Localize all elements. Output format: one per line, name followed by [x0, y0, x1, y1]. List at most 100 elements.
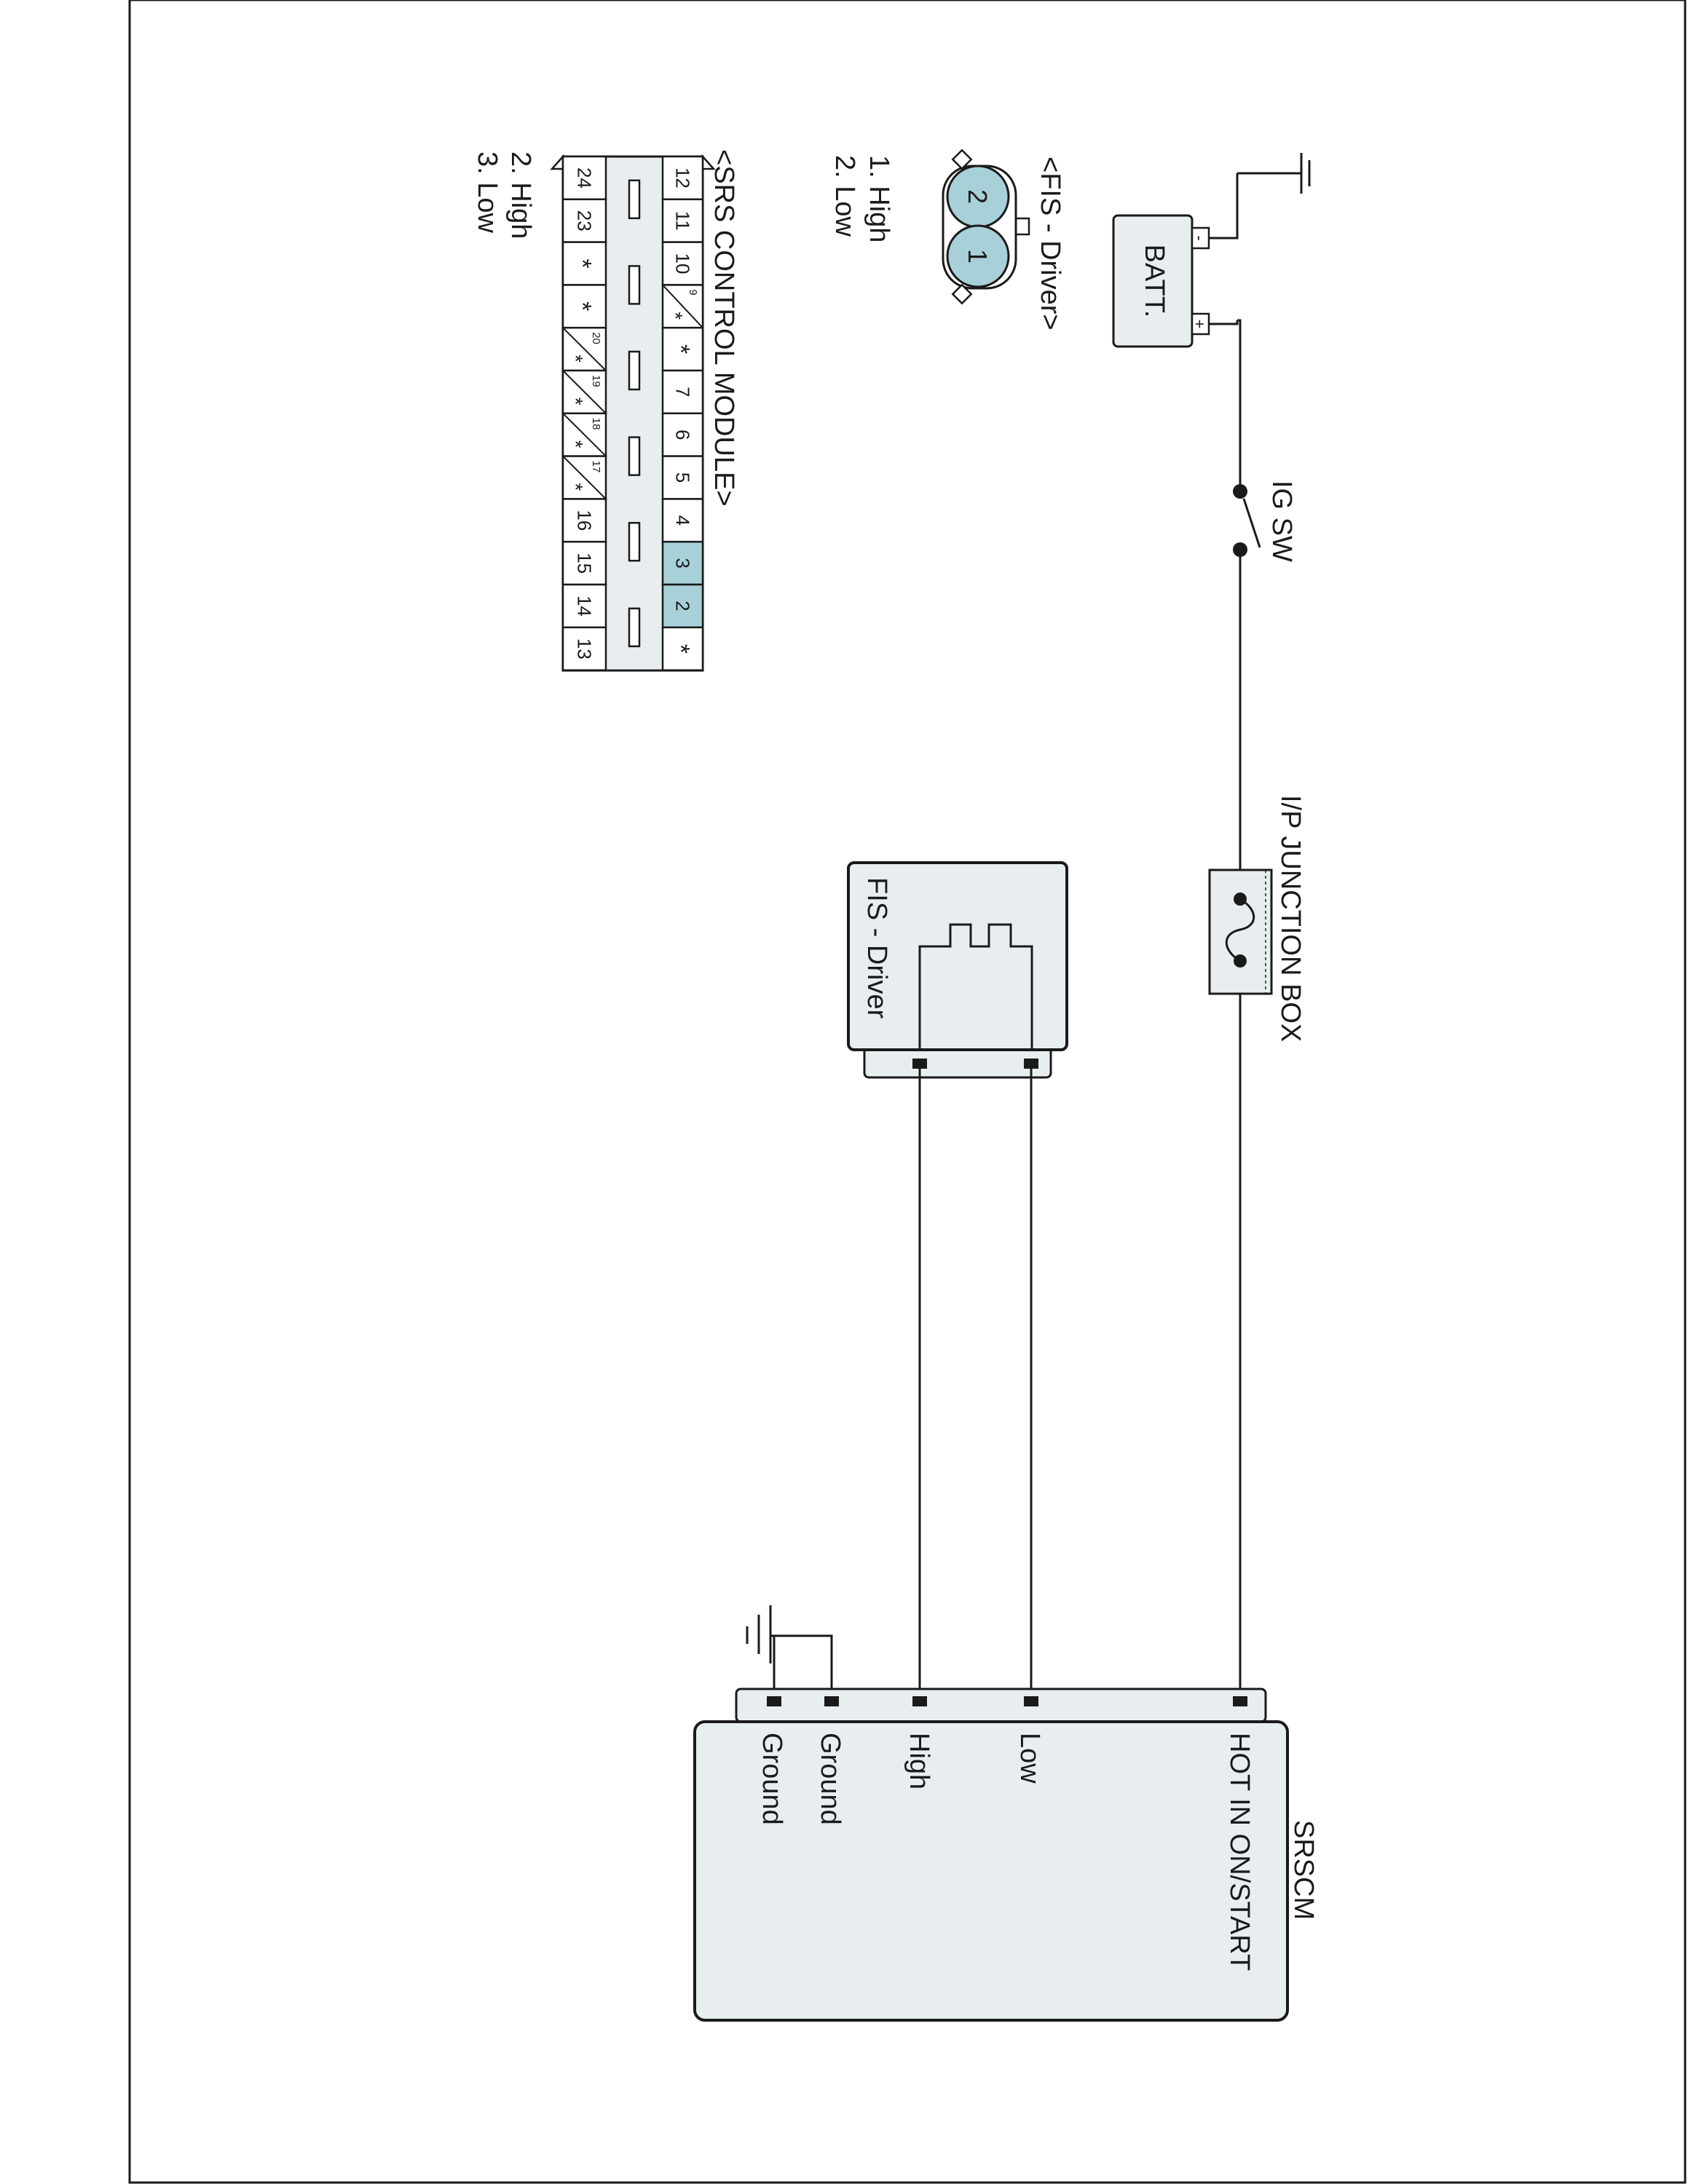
fis-pin-low: [1024, 1059, 1038, 1069]
srs-top-cell: 4: [661, 498, 704, 543]
srscm-connector-rail: [735, 1688, 1267, 1723]
srscm-pin-ground-1: [824, 1696, 839, 1706]
srs-bottom-pin-label: 24: [574, 167, 596, 189]
srs-bottom-pin-label: 17: [590, 461, 602, 473]
srs-top-pin-label: 11: [672, 211, 694, 231]
srs-bottom-pin-label: 14: [574, 596, 596, 617]
srscm-pin-low-label: Low: [1014, 1733, 1045, 1784]
srs-top-pin-label: 10: [672, 253, 694, 274]
srs-top-pin-label: 6: [672, 430, 694, 440]
srscm-pin-hot-label: HOT IN ON/START: [1224, 1733, 1255, 1971]
srs-top-cell: 10: [661, 241, 704, 286]
fis-pin-high: [912, 1059, 927, 1069]
fis-connector-legend-2: 2. Low: [829, 155, 860, 237]
srs-top-cell: 2: [661, 583, 704, 629]
power-wire-battery-to-igsw: [1237, 319, 1242, 491]
ig-switch: IG SW: [1233, 480, 1297, 562]
fis-connector-title: <FIS - Driver>: [1035, 157, 1065, 331]
srscm-module: SRSCM HOT IN ON/START Low High Ground Gr…: [693, 1688, 1319, 2022]
fis-connector-pin-2-label: 2: [963, 189, 993, 204]
srs-top-cell: 12: [661, 155, 704, 201]
ig-switch-label: IG SW: [1266, 480, 1297, 562]
srs-top-cell-slash: [662, 284, 703, 328]
srs-latch-slot: [628, 350, 641, 391]
srs-bottom-cell: 24: [561, 155, 607, 201]
ig-switch-contact-1: [1233, 484, 1247, 499]
fis-connector-pin-1-label: 1: [963, 249, 993, 264]
srs-bottom-cell: 23: [561, 198, 607, 243]
srs-connector-face: <SRS CONTROL MODULE> 12 11 10 * 9 * 7 6 5 4 3 2 * 24…: [472, 149, 739, 672]
srs-bottom-pin-label: 19: [590, 375, 602, 387]
srs-top-cell-star: *: [664, 312, 687, 320]
srs-top-pin-label: *: [667, 344, 695, 354]
srs-bottom-cell-star: *: [564, 397, 587, 405]
srs-bottom-pin-label: *: [569, 258, 596, 268]
ground-icon-battery: [1291, 153, 1311, 194]
srs-connector-title: <SRS CONTROL MODULE>: [709, 149, 739, 507]
srscm-pin-high-label: High: [904, 1733, 934, 1789]
srscm-pin-ground-2-label: Ground: [757, 1733, 787, 1825]
srs-bottom-cell: 13: [561, 626, 607, 671]
srs-bottom-cell-star: *: [564, 355, 587, 363]
srscm-pin-ground-2: [767, 1696, 781, 1706]
srs-connector-legend-2: 3. Low: [472, 151, 502, 234]
srs-top-pin-label: 3: [672, 558, 694, 568]
srs-top-cell-box: [661, 626, 704, 671]
battery-label: BATT.: [1139, 245, 1170, 318]
srs-bottom-cell: * 17: [561, 455, 607, 500]
srs-top-pin-label: 2: [672, 601, 694, 611]
srs-latch-slot: [628, 607, 641, 648]
srs-bottom-cell: *: [561, 241, 607, 286]
fis-connector-tab: [1014, 217, 1030, 236]
srs-bottom-cell: 16: [561, 498, 607, 543]
fis-driver-label: FIS - Driver: [861, 877, 892, 1019]
fis-connector-face: <FIS - Driver> 2 1 1. High 2. Low: [829, 149, 1065, 331]
srs-bottom-cell: * 19: [561, 369, 607, 415]
srs-bottom-cell: 15: [561, 540, 607, 586]
srs-bottom-cell-box: [561, 626, 607, 671]
page-border: [128, 0, 1687, 2184]
battery-body: [1112, 214, 1194, 348]
junction-box-body: [1208, 869, 1273, 995]
srs-top-pin-label: 12: [672, 167, 694, 189]
srs-top-cell: 5: [661, 455, 704, 500]
fis-connector-pin-1: [946, 224, 1010, 288]
srs-latch-slot: [628, 436, 641, 476]
battery-neg-label: -: [1191, 235, 1209, 240]
ig-switch-blade: [1242, 498, 1261, 548]
srs-bottom-pin-label: 15: [574, 553, 596, 574]
srscm-pin-high: [912, 1696, 927, 1706]
srs-top-cell: 6: [661, 412, 704, 457]
srs-top-cell: *: [661, 326, 704, 372]
srs-bottom-cell-slash: [562, 370, 607, 414]
fis-connector-legend-1: 1. High: [864, 155, 894, 242]
srs-bottom-cell: * 18: [561, 412, 607, 457]
srs-bottom-cell-star: *: [564, 483, 587, 491]
srs-bottom-cell: 14: [561, 583, 607, 629]
srs-top-pin-label: 4: [672, 515, 694, 526]
battery-pos-label: +: [1191, 320, 1209, 329]
srscm-title: SRSCM: [1288, 1820, 1319, 1920]
battery-pos-lead: [1209, 320, 1239, 325]
srs-bottom-pin-label: 16: [574, 510, 596, 531]
srs-connector-legend-1: 2. High: [505, 151, 536, 239]
srs-top-pin-label: 9: [687, 289, 699, 295]
srs-bottom-cell-slash: [562, 413, 607, 457]
ground-wire-1: [770, 1634, 833, 1704]
srs-top-cell: 7: [661, 369, 704, 415]
heater-element-icon: [918, 923, 1033, 1050]
battery: - + BATT.: [1112, 214, 1210, 348]
srs-connector-key-left: [550, 154, 564, 170]
fis-driver-component: FIS - Driver: [847, 861, 1068, 1079]
srs-bottom-cell-star: *: [564, 440, 587, 448]
srs-bottom-cell: *: [561, 284, 607, 329]
srscm-pin-ground-1-label: Ground: [815, 1733, 845, 1825]
junction-box: I/P JUNCTION BOX: [1208, 795, 1306, 1042]
srs-latch-slot: [628, 521, 641, 562]
srscm-body: [693, 1720, 1289, 2022]
srs-bottom-pin-label: 13: [574, 638, 596, 660]
srs-bottom-pin-label: 18: [590, 418, 602, 430]
